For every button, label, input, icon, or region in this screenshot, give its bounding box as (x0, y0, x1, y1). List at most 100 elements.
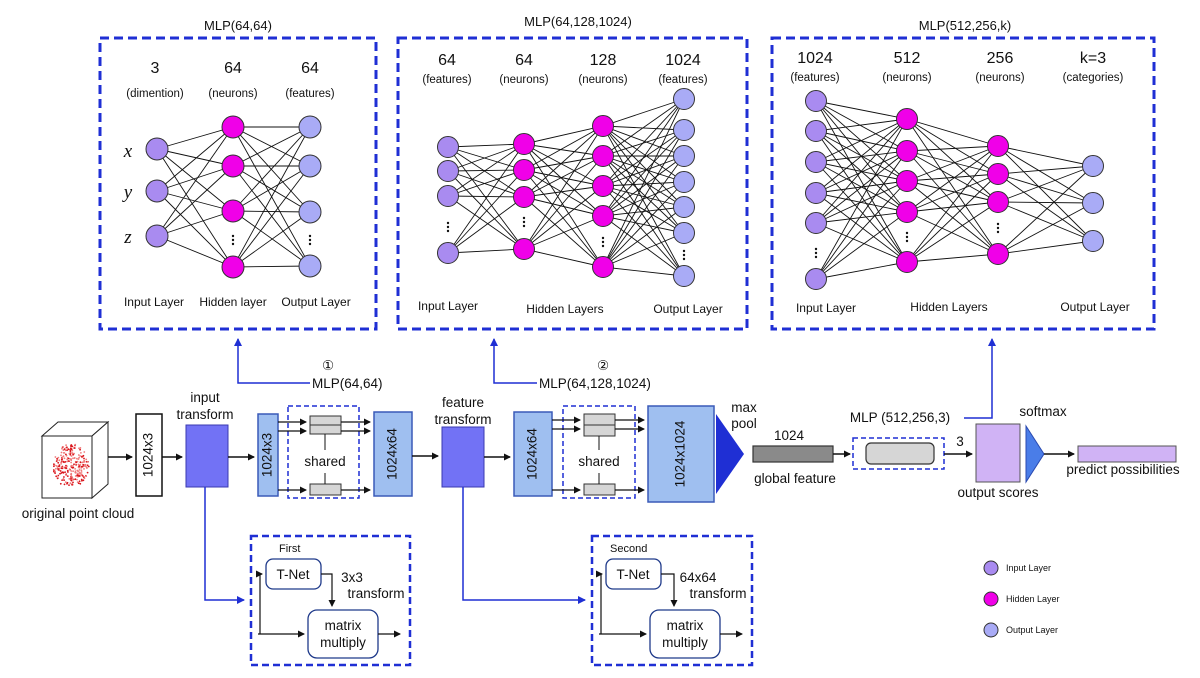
mlp3-label: MLP (512,256,3) (850, 410, 950, 425)
var-y: y (122, 182, 133, 203)
ellipsis-marker (601, 236, 605, 248)
tnet-first-mult-1: matrix (325, 618, 362, 633)
shared-1-label: shared (304, 454, 345, 469)
panel-3-size-4: k=3 (1080, 50, 1106, 67)
output-node (673, 196, 695, 218)
point-cloud-icon (40, 420, 110, 500)
pipeline: original point cloud 1024x3 input transf… (22, 390, 1180, 521)
panel-3-network (805, 90, 1104, 290)
hidden-node (987, 191, 1009, 213)
panel-3-caption-hidden: Hidden Layers (910, 300, 987, 314)
tnet-second-tnet-label: T-Net (616, 567, 649, 582)
input-node (805, 212, 827, 234)
panel-2-unit-2: (neurons) (499, 74, 548, 86)
block-1024x64-b (513, 411, 553, 497)
output-node (673, 119, 695, 141)
tnet-second-mult-2: multiply (662, 635, 708, 650)
softmax-shape (1025, 424, 1045, 484)
feature-transform-label-2: transform (434, 412, 491, 427)
connector-mlp3 (964, 338, 996, 419)
panel-1-border (98, 36, 378, 331)
tnet-first-title: First (279, 543, 300, 555)
output-node (1082, 155, 1104, 177)
panel-2-unit-1: (features) (422, 74, 471, 86)
input-node (437, 160, 459, 182)
tnet-second-mult-1: matrix (667, 618, 704, 633)
panel-1-caption-hidden: Hidden layer (199, 295, 266, 309)
panel-3-title: MLP(512,256,k) (919, 18, 1012, 33)
mlp-connectors: ① MLP(64,64) ② MLP(64,128,1024) (234, 338, 996, 419)
shared-mlp-1: shared (278, 405, 371, 499)
panel-2-caption-input: Input Layer (418, 299, 478, 313)
panel-2-caption-output: Output Layer (653, 302, 722, 316)
block-1024x64-a-label: 1024x64 (385, 428, 400, 480)
hidden-node (987, 243, 1009, 265)
hidden-node (221, 199, 245, 223)
max-pool-shape (716, 414, 744, 494)
tnet-first-connector (204, 487, 245, 604)
ellipsis-marker (996, 222, 1000, 234)
hidden-node (513, 186, 535, 208)
tnet-second-border (590, 534, 754, 667)
panel-3-size-3: 256 (987, 50, 1014, 67)
mlp-panel-3: MLP(512,256,k) 1024 512 256 k=3 (feature… (770, 18, 1156, 331)
panel-1-caption-output: Output Layer (281, 295, 350, 309)
feature-transform-box (441, 426, 485, 488)
panel-1-title: MLP(64,64) (204, 18, 272, 33)
mlp2-label: MLP(64,128,1024) (539, 376, 651, 391)
panel-1-unit-hidden: (neurons) (208, 88, 257, 100)
input-dims-box (135, 413, 163, 497)
global-feature-label: global feature (754, 471, 836, 486)
output-node (1082, 230, 1104, 252)
panel-1-unit-input: (dimention) (126, 88, 184, 100)
output-node (1082, 192, 1104, 214)
out-dim-label: 3 (956, 434, 964, 449)
var-x: x (123, 141, 133, 162)
predict-bar (1077, 445, 1177, 463)
ellipsis-marker (905, 231, 909, 243)
legend: Input Layer Hidden Layer Output Layer (983, 560, 1060, 638)
output-node (298, 154, 322, 178)
hidden-node (592, 115, 614, 137)
output-node (673, 265, 695, 287)
mlp-panel-2: MLP(64,128,1024) 64 64 128 1024 (feature… (396, 14, 749, 331)
panel-3-unit-4: (categories) (1063, 72, 1124, 84)
block-1024x1024 (647, 405, 715, 503)
mlp-panel-1: MLP(64,64) 3 64 64 (dimention) (neurons)… (98, 18, 378, 331)
predict-label: predict possibilities (1066, 462, 1180, 477)
mlp1-label: MLP(64,64) (312, 376, 383, 391)
input-node (805, 182, 827, 204)
shared-mlp-2: shared (552, 405, 645, 499)
hidden-node (513, 159, 535, 181)
connector-mlp1 (234, 338, 310, 384)
hidden-node (987, 163, 1009, 185)
input-node (805, 151, 827, 173)
panel-3-size-2: 512 (894, 50, 921, 67)
panel-2-size-2: 64 (515, 52, 533, 69)
panel-2-size-1: 64 (438, 52, 456, 69)
tnet-first-border (249, 534, 412, 667)
panel-3-border (770, 36, 1156, 331)
panel-2-unit-4: (features) (658, 74, 707, 86)
input-node (437, 185, 459, 207)
input-transform-label-2: transform (176, 407, 233, 422)
legend-output-label: Output Layer (1006, 625, 1058, 635)
output-node (298, 200, 322, 224)
legend-output-swatch (983, 622, 999, 638)
input-transform-box (185, 424, 229, 488)
panel-2-border (396, 36, 749, 331)
hidden-node (513, 133, 535, 155)
block-1024x1024-label: 1024x1024 (673, 420, 688, 487)
hidden-node (592, 205, 614, 227)
legend-input-swatch (983, 560, 999, 576)
ellipsis-marker (231, 234, 235, 246)
panel-2-unit-3: (neurons) (578, 74, 627, 86)
hidden-node (221, 115, 245, 139)
tnet-first-tnet-label: T-Net (276, 567, 309, 582)
panel-3-caption-input: Input Layer (796, 301, 856, 315)
output-scores-box (975, 423, 1021, 483)
tnet-second-connector (462, 487, 586, 604)
ellipsis-marker (682, 249, 686, 261)
ellipsis-marker (308, 234, 312, 246)
input-dims-label: 1024x3 (141, 433, 156, 477)
